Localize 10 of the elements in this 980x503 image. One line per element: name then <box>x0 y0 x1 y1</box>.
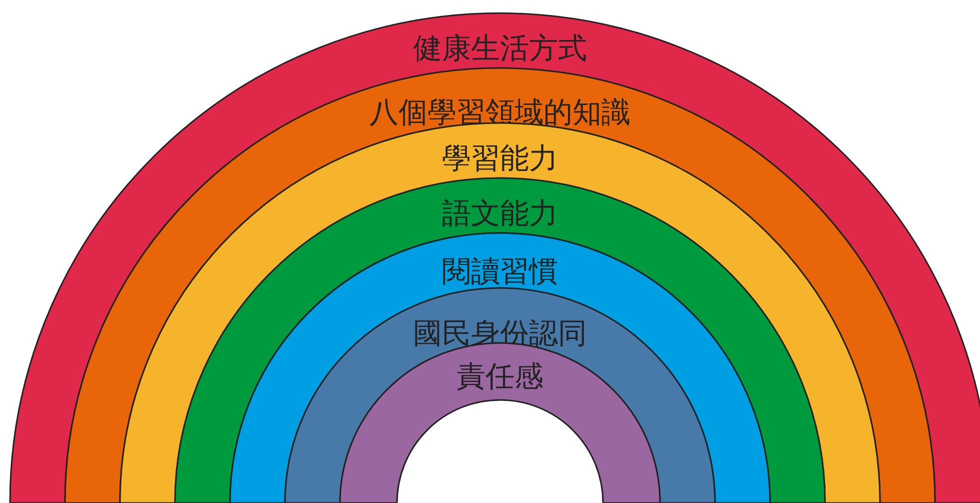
rainbow-band <box>65 68 935 503</box>
band-label: 閱讀習慣 <box>442 254 558 288</box>
rainbow-band <box>285 288 715 503</box>
band-label: 責任感 <box>456 359 544 393</box>
rainbow-band <box>230 233 770 503</box>
rainbow-band <box>10 13 980 503</box>
band-label: 學習能力 <box>442 141 558 175</box>
band-label: 健康生活方式 <box>413 31 587 65</box>
rainbow-band <box>175 178 825 503</box>
band-label: 語文能力 <box>442 196 558 230</box>
